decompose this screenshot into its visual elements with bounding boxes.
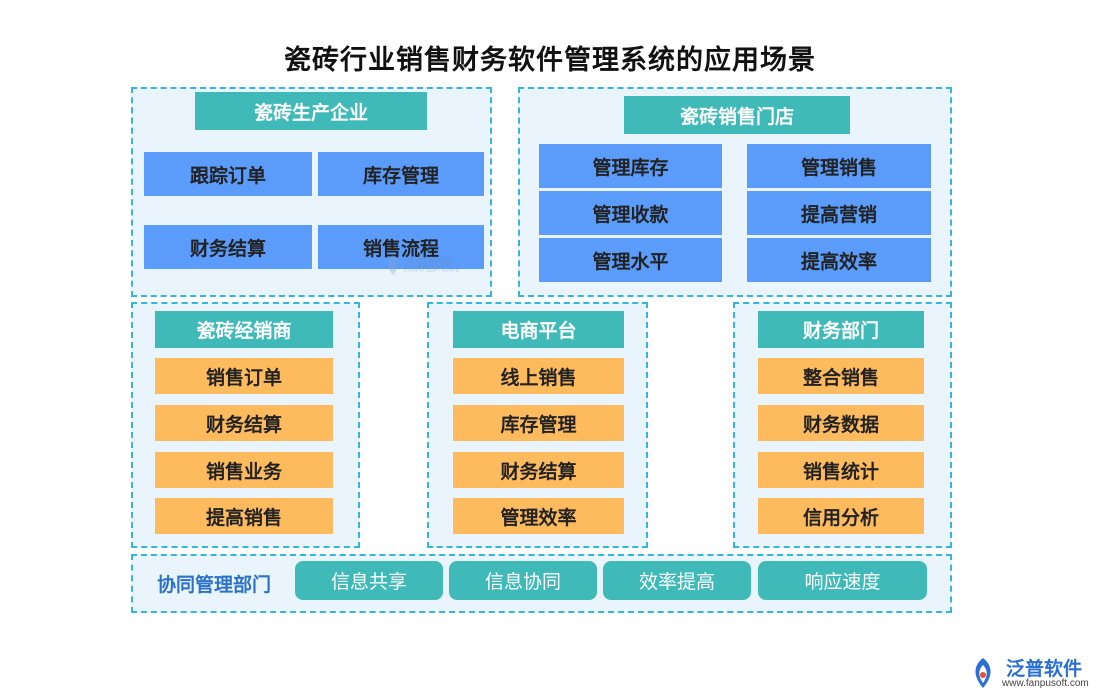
watermark-sub: FANPU SOFTWARE <box>404 268 460 274</box>
finance-item-credit-analysis: 信用分析 <box>758 498 924 534</box>
finance-item-sales-stats: 销售统计 <box>758 452 924 488</box>
store-item-improve-marketing: 提高营销 <box>747 191 931 235</box>
cooperation-item-info-sharing: 信息共享 <box>295 561 443 600</box>
finance-item-financial-data: 财务数据 <box>758 405 924 441</box>
store-item-management-level: 管理水平 <box>539 238 722 282</box>
cooperation-item-efficiency: 效率提高 <box>603 561 751 600</box>
ecommerce-header: 电商平台 <box>453 311 624 348</box>
production-item-settlement: 财务结算 <box>144 225 312 269</box>
ecommerce-item-settlement: 财务结算 <box>453 452 624 488</box>
watermark-logo-icon <box>388 255 398 275</box>
dealer-item-settlement: 财务结算 <box>155 405 333 441</box>
production-header: 瓷砖生产企业 <box>195 92 427 130</box>
production-item-inventory: 库存管理 <box>318 152 484 196</box>
dealer-item-sales-business: 销售业务 <box>155 452 333 488</box>
ecommerce-item-inventory: 库存管理 <box>453 405 624 441</box>
store-item-improve-efficiency: 提高效率 <box>747 238 931 282</box>
dealer-header: 瓷砖经销商 <box>155 311 333 348</box>
watermark-name: 泛普软件 <box>404 256 453 270</box>
ecommerce-item-efficiency: 管理效率 <box>453 498 624 534</box>
finance-item-integrate-sales: 整合销售 <box>758 358 924 394</box>
store-item-manage-inventory: 管理库存 <box>539 144 722 188</box>
cooperation-item-response: 响应速度 <box>758 561 927 600</box>
cooperation-item-info-collab: 信息协同 <box>449 561 597 600</box>
cooperation-label: 协同管理部门 <box>157 575 272 596</box>
brand-logo: 泛普软件 www.fanpusoft.com <box>962 652 1090 694</box>
production-item-track-orders: 跟踪订单 <box>144 152 312 196</box>
brand-logo-icon <box>975 658 991 688</box>
production-item-sales-process: 销售流程 <box>318 225 484 269</box>
store-item-manage-sales: 管理销售 <box>747 144 931 188</box>
store-item-manage-collection: 管理收款 <box>539 191 722 235</box>
store-header: 瓷砖销售门店 <box>624 96 850 134</box>
dealer-item-sales-orders: 销售订单 <box>155 358 333 394</box>
page-title: 瓷砖行业销售财务软件管理系统的应用场景 <box>284 45 816 75</box>
brand-name: 泛普软件 <box>1006 659 1083 680</box>
dealer-item-improve-sales: 提高销售 <box>155 498 333 534</box>
watermark: 泛普软件 FANPU SOFTWARE <box>384 254 464 280</box>
finance-header: 财务部门 <box>758 311 924 348</box>
ecommerce-item-online-sales: 线上销售 <box>453 358 624 394</box>
brand-url: www.fanpusoft.com <box>1002 678 1089 689</box>
